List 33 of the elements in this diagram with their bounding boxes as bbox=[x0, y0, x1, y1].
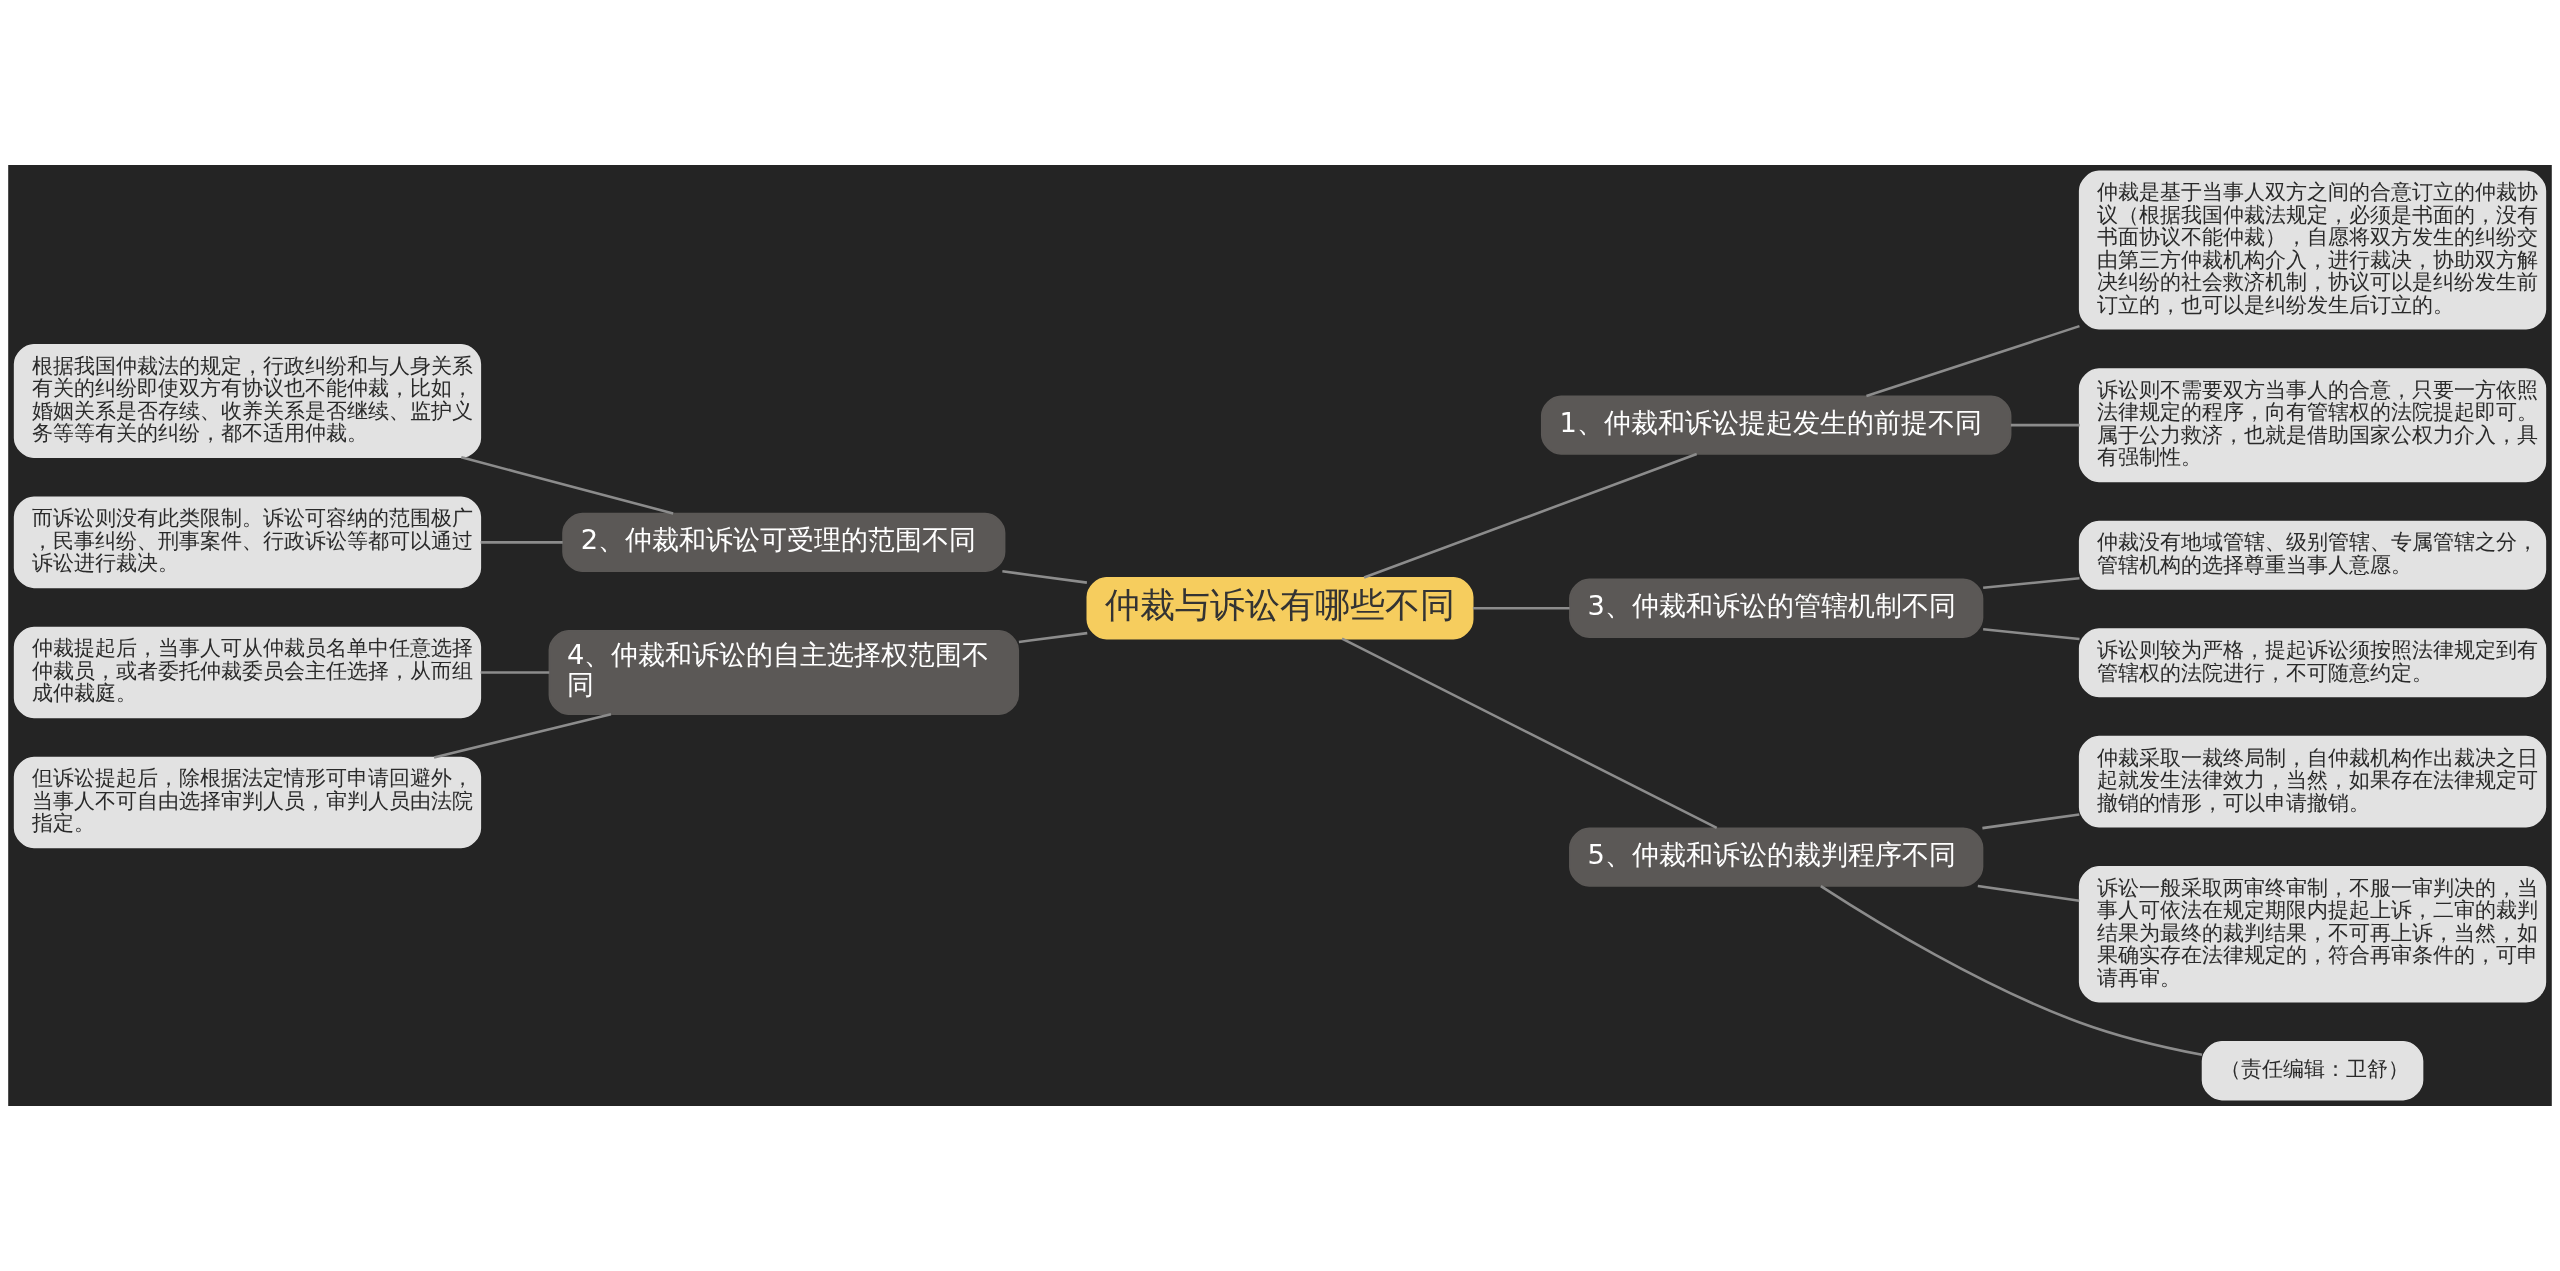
connector bbox=[1866, 324, 2080, 398]
connector bbox=[1820, 885, 2203, 1057]
node-box: （责任编辑：卫舒） bbox=[2201, 1040, 2424, 1101]
node-box: 3、仲裁和诉讼的管辖机制不同 bbox=[1569, 578, 1984, 638]
node-box: 但诉讼提起后，除根据法定情形可申请回避外，当事人不可自由选择审判人员，审判人员由法院指定。 bbox=[13, 756, 482, 849]
connector bbox=[433, 712, 612, 759]
connector bbox=[2010, 423, 2080, 427]
node-box: 仲裁没有地域管辖、级别管辖、专属管辖之分，管辖机构的选择尊重当事人意愿。 bbox=[2078, 520, 2547, 590]
connector bbox=[1982, 813, 2080, 830]
connector bbox=[1018, 631, 1088, 644]
node-box: 而诉讼则没有此类限制。诉讼可容纳的范围极广，民事纠纷、刑事案件、行政诉讼等都可以通过诉讼进行裁决。 bbox=[13, 496, 482, 589]
node-box: 仲裁采取一裁终局制，自仲裁机构作出裁决之日起就发生法律效力，当然，如果存在法律规定可撤销的情形，可以申请撤销。 bbox=[2078, 735, 2547, 828]
node-box: 诉讼则不需要双方当事人的合意，只要一方依照法律规定的程序，向有管辖权的法院提起即可。属于公力救济，也就是借助国家公权力介入，具有强制性。 bbox=[2078, 368, 2547, 483]
node-box: 5、仲裁和诉讼的裁判程序不同 bbox=[1569, 827, 1984, 887]
connector bbox=[1983, 576, 2080, 590]
node-box: 诉讼一般采取两审终审制，不服一审判决的，当事人可依法在规定期限内提起上诉，二审的裁判结果为最终的裁判结果，不可再上诉，当然，如果确实存在法律规定的，符合再审条件的，可申请再审。 bbox=[2078, 865, 2547, 1003]
connector bbox=[480, 671, 550, 674]
connector bbox=[1341, 637, 1718, 830]
node-box: 根据我国仲裁法的规定，行政纠纷和与人身关系有关的纠纷即使双方有协议也不能仲裁，比如，婚姻关系是否存续、收养关系是否继续、监护义务等等有关的纠纷，都不适用仲裁。 bbox=[13, 344, 482, 459]
node-box: 仲裁提起后，当事人可从仲裁员名单中任意选择仲裁员，或者委托仲裁委员会主任选择，从而组成仲裁庭。 bbox=[13, 626, 482, 719]
connector bbox=[480, 541, 563, 544]
node-box: 4、仲裁和诉讼的自主选择权范围不同 bbox=[548, 629, 1020, 715]
node-box: 1、仲裁和诉讼提起发生的前提不同 bbox=[1540, 395, 2012, 455]
node-box: 仲裁是基于当事人双方之间的合意订立的仲裁协议（根据我国仲裁法规定，必须是书面的，没有书面协议不能仲裁），自愿将双方发生的纠纷交由第三方仲裁机构介入，进行裁决，协助双方解决纠纷的社会救济机制，协议可以是纠纷发生前订立的，也可以是纠纷发生后订立的。 bbox=[2078, 170, 2547, 330]
node-box: 仲裁与诉讼有哪些不同 bbox=[1086, 576, 1474, 640]
connector bbox=[461, 456, 674, 515]
connector bbox=[1002, 570, 1088, 584]
connector bbox=[1983, 627, 2080, 641]
connector bbox=[1977, 884, 2080, 902]
connector bbox=[1472, 606, 1570, 610]
node-box: 诉讼则较为严格，提起诉讼须按照法律规定到有管辖权的法院进行，不可随意约定。 bbox=[2078, 628, 2547, 698]
connector bbox=[1363, 452, 1698, 579]
node-box: 2、仲裁和诉讼可受理的范围不同 bbox=[562, 512, 1006, 573]
